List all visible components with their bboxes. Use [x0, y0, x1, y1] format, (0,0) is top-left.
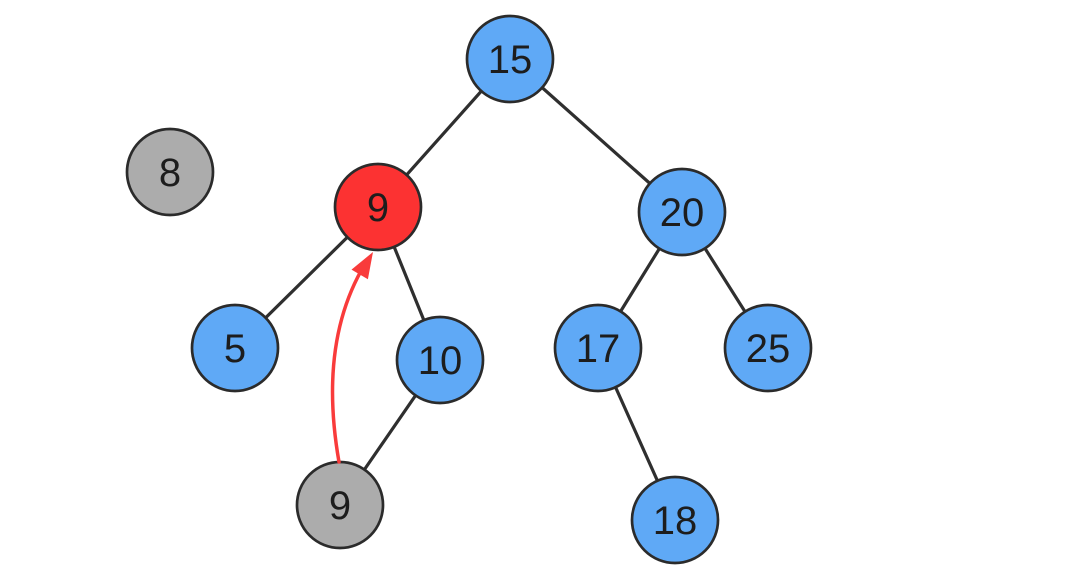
red-arrow-line [330, 262, 367, 464]
tree-node-n10[interactable]: 10 [395, 315, 485, 405]
tree-node-n20[interactable]: 20 [637, 167, 727, 257]
node-circle [553, 303, 643, 393]
tree-node-n9_gray[interactable]: 9 [295, 460, 385, 550]
red-pointer-arrow [330, 252, 373, 464]
node-label: 9 [367, 186, 389, 230]
node-circle [190, 303, 280, 393]
node-circle [630, 475, 720, 565]
node-label: 9 [329, 484, 351, 528]
node-label: 10 [418, 339, 463, 383]
node-label: 20 [660, 191, 705, 235]
node-label: 18 [653, 499, 698, 543]
node-circle [723, 303, 813, 393]
red-arrow-head [351, 252, 373, 280]
tree-node-n17[interactable]: 17 [553, 303, 643, 393]
node-circle [395, 315, 485, 405]
node-label: 5 [224, 327, 246, 371]
tree-node-n5[interactable]: 5 [190, 303, 280, 393]
node-label: 25 [746, 327, 791, 371]
tree-node-n25[interactable]: 25 [723, 303, 813, 393]
node-circle [465, 14, 555, 104]
node-label: 15 [488, 38, 533, 82]
node-circle [637, 167, 727, 257]
node-label: 8 [159, 151, 181, 195]
node-circle [125, 127, 215, 217]
tree-node-n18[interactable]: 18 [630, 475, 720, 565]
tree-node-n8[interactable]: 8 [125, 127, 215, 217]
tree-node-n9_red[interactable]: 9 [333, 162, 423, 252]
node-circle [333, 162, 423, 252]
tree-node-n15[interactable]: 15 [465, 14, 555, 104]
node-label: 17 [576, 327, 621, 371]
